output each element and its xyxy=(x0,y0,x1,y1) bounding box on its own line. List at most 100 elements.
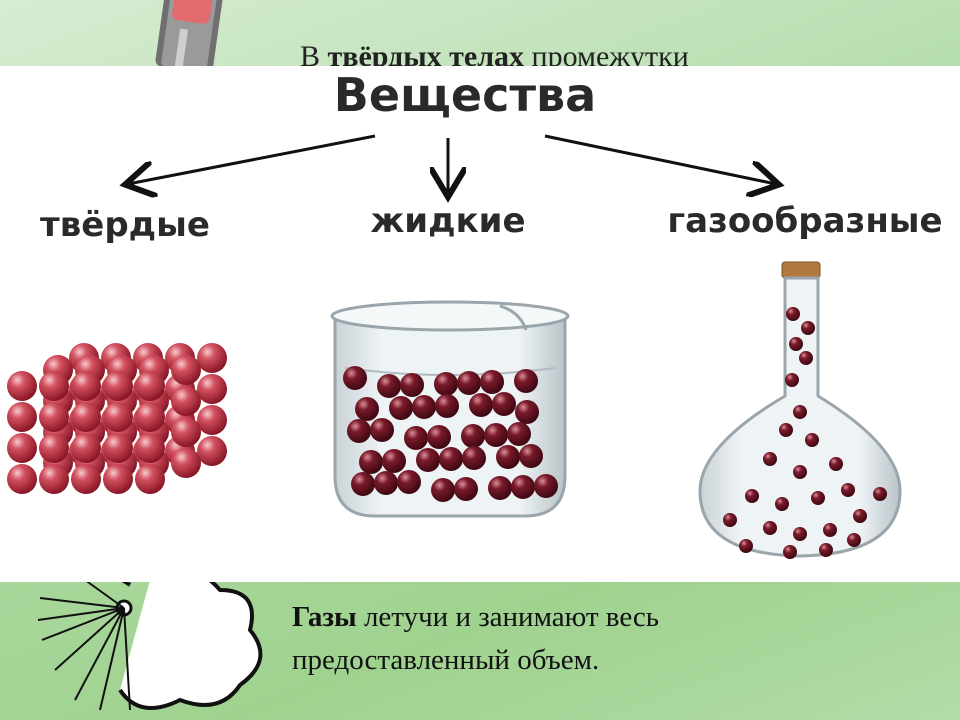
solid-particle xyxy=(7,433,37,463)
liquid-particle xyxy=(431,478,455,502)
solid-particle xyxy=(135,402,165,432)
solid-particle xyxy=(135,371,165,401)
liquid-beaker-icon xyxy=(330,300,570,518)
gas-particle xyxy=(786,307,800,321)
solid-particle xyxy=(103,433,133,463)
gas-particle xyxy=(785,373,799,387)
liquid-particle xyxy=(397,470,421,494)
gas-particle xyxy=(841,483,855,497)
liquid-particle xyxy=(439,447,463,471)
liquid-particle xyxy=(511,475,535,499)
gas-particle xyxy=(847,533,861,547)
liquid-particle xyxy=(469,393,493,417)
gas-particle xyxy=(775,497,789,511)
liquid-particle xyxy=(457,371,481,395)
solid-particle xyxy=(197,343,227,373)
liquid-particle xyxy=(412,395,436,419)
gas-particle xyxy=(793,405,807,419)
marker-icon xyxy=(155,0,223,70)
gas-particle xyxy=(739,539,753,553)
liquid-particle xyxy=(355,397,379,421)
liquid-particle xyxy=(534,474,558,498)
solid-particle xyxy=(39,464,69,494)
gas-particle xyxy=(811,491,825,505)
gas-particle xyxy=(763,521,777,535)
gas-particle xyxy=(819,543,833,557)
liquid-particle xyxy=(435,394,459,418)
liquid-particle xyxy=(343,366,367,390)
liquid-particle xyxy=(416,448,440,472)
liquid-particle xyxy=(488,476,512,500)
liquid-particle xyxy=(400,373,424,397)
liquid-particle xyxy=(359,450,383,474)
liquid-particle xyxy=(347,419,371,443)
liquid-particle xyxy=(374,471,398,495)
solid-particle xyxy=(135,464,165,494)
liquid-particle xyxy=(377,374,401,398)
solid-particle xyxy=(135,433,165,463)
solid-particle xyxy=(171,417,201,447)
solid-particle xyxy=(171,448,201,478)
liquid-particle xyxy=(484,423,508,447)
gas-particle xyxy=(829,457,843,471)
liquid-particle xyxy=(515,400,539,424)
solid-particle xyxy=(7,464,37,494)
liquid-particle xyxy=(507,422,531,446)
solid-particle xyxy=(197,436,227,466)
gas-particle xyxy=(801,321,815,335)
solid-particle xyxy=(103,402,133,432)
gas-particle xyxy=(793,527,807,541)
solid-particle xyxy=(103,464,133,494)
liquid-particle xyxy=(370,418,394,442)
gas-particle xyxy=(779,423,793,437)
liquid-particle xyxy=(492,392,516,416)
solid-particle xyxy=(103,371,133,401)
gas-particle xyxy=(799,351,813,365)
substances-diagram: Вещества твёрдые жидкие газообразные xyxy=(0,66,960,582)
solid-particle xyxy=(7,371,37,401)
liquid-particle xyxy=(462,446,486,470)
solid-particle xyxy=(39,433,69,463)
liquid-particle xyxy=(389,396,413,420)
solid-particle xyxy=(71,433,101,463)
solid-particle xyxy=(71,402,101,432)
solid-particle xyxy=(197,405,227,435)
liquid-particle xyxy=(496,445,520,469)
liquid-particle xyxy=(434,372,458,396)
gas-particle xyxy=(723,513,737,527)
solid-particle xyxy=(7,402,37,432)
arrow-solid xyxy=(128,134,376,184)
gas-cloud-icon xyxy=(37,567,263,711)
solid-particle xyxy=(71,371,101,401)
gas-particle xyxy=(789,337,803,351)
gas-flask-icon xyxy=(698,261,902,559)
liquid-particle xyxy=(519,444,543,468)
liquid-particle xyxy=(461,424,485,448)
diagram-title: Вещества xyxy=(334,68,596,122)
liquid-particle xyxy=(427,425,451,449)
solid-particle xyxy=(171,386,201,416)
liquid-particle xyxy=(404,426,428,450)
gas-particle xyxy=(783,545,797,559)
gas-particle xyxy=(793,465,807,479)
label-solid: твёрдые xyxy=(40,205,210,245)
liquid-particle xyxy=(351,472,375,496)
arrow-gas xyxy=(544,134,776,184)
solid-particle xyxy=(39,371,69,401)
gas-particle xyxy=(745,489,759,503)
solid-particle xyxy=(71,464,101,494)
label-liquid: жидкие xyxy=(370,201,525,241)
gas-particle xyxy=(823,523,837,537)
liquid-particle xyxy=(382,449,406,473)
liquid-particle xyxy=(454,477,478,501)
solid-particle xyxy=(171,355,201,385)
gas-particle xyxy=(873,487,887,501)
gas-particle xyxy=(763,452,777,466)
solid-particle xyxy=(39,402,69,432)
liquid-particle xyxy=(514,369,538,393)
liquid-particle xyxy=(480,370,504,394)
solid-particle xyxy=(197,374,227,404)
gas-particle xyxy=(805,433,819,447)
label-gas: газообразные xyxy=(667,201,942,241)
